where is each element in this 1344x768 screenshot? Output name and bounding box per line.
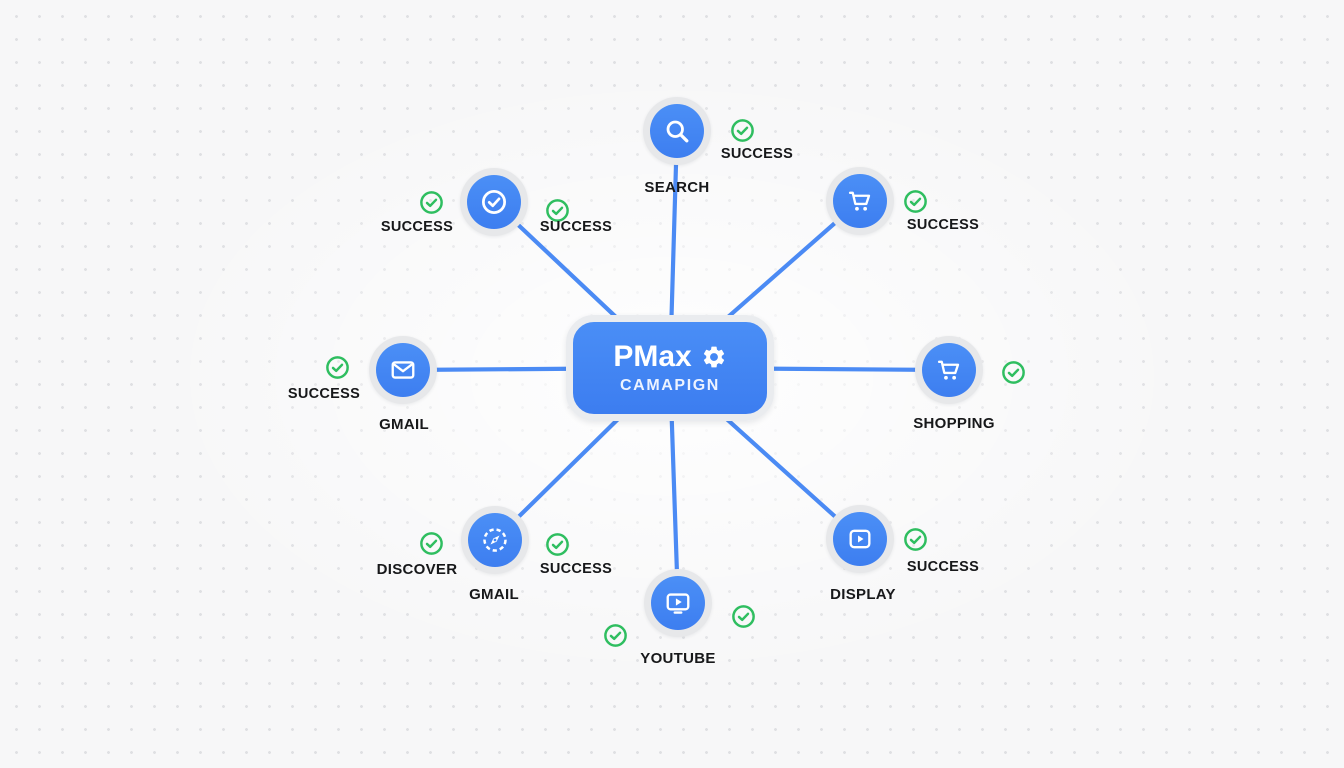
node-shopping [915,336,983,404]
play-screen-icon [666,593,690,614]
envelope-icon [391,361,415,379]
success-check-icon-discover-left [418,530,445,557]
label-display: DISPLAY [830,586,896,603]
play-display-icon [849,529,871,549]
success-check-icon-cart-top [902,188,929,215]
check-circle-icon [482,190,506,214]
node-discover-circle [468,513,522,567]
node-search-circle [650,104,704,158]
success-check-icon-search [729,117,756,144]
node-display-circle [833,512,887,566]
center-subtitle: CAMAPIGN [620,376,720,394]
compass-icon [483,528,507,552]
gear-icon [703,346,724,367]
label-discover-gmail: GMAIL [469,586,519,603]
label-shopping: SHOPPING [913,415,995,432]
node-shopping-circle [922,343,976,397]
node-gmail [369,336,437,404]
shopping-cart-icon [848,191,871,211]
node-cart-top [826,167,894,235]
label-youtube: YOUTUBE [640,650,716,667]
success-check-icon-asset-right [544,197,571,224]
node-cart-top-circle [833,174,887,228]
center-node-pmax-campaign: PMax CAMAPIGN [566,315,774,421]
success-check-icon-asset-left [418,189,445,216]
node-display [826,505,894,573]
success-check-icon-youtube-left [602,622,629,649]
status-label-asset-left: SUCCESS [380,219,454,235]
success-check-icon-gmail [324,354,351,381]
node-asset-check [460,168,528,236]
label-gmail: GMAIL [379,416,429,433]
node-search [643,97,711,165]
label-discover: DISCOVER [376,561,458,578]
status-label-search: SUCCESS [720,146,794,162]
node-gmail-circle [376,343,430,397]
status-label-display: SUCCESS [906,559,980,575]
status-label-asset-right: SUCCESS [539,219,613,235]
node-youtube-circle [651,576,705,630]
success-check-icon-shopping [1000,359,1027,386]
node-discover [461,506,529,574]
success-check-icon-display [902,526,929,553]
node-youtube [644,569,712,637]
center-title-row: PMax [613,339,726,373]
status-label-gmail: SUCCESS [287,386,361,402]
status-label-cart-top: SUCCESS [906,217,980,233]
success-check-icon-discover-right [544,531,571,558]
label-search: SEARCH [644,179,710,196]
magnifier-icon [666,120,689,143]
node-asset-check-circle [467,175,521,229]
shopping-cart-icon [937,360,960,380]
status-label-discover: SUCCESS [539,561,613,577]
success-check-icon-youtube-right [730,603,757,630]
center-title: PMax [613,339,692,373]
